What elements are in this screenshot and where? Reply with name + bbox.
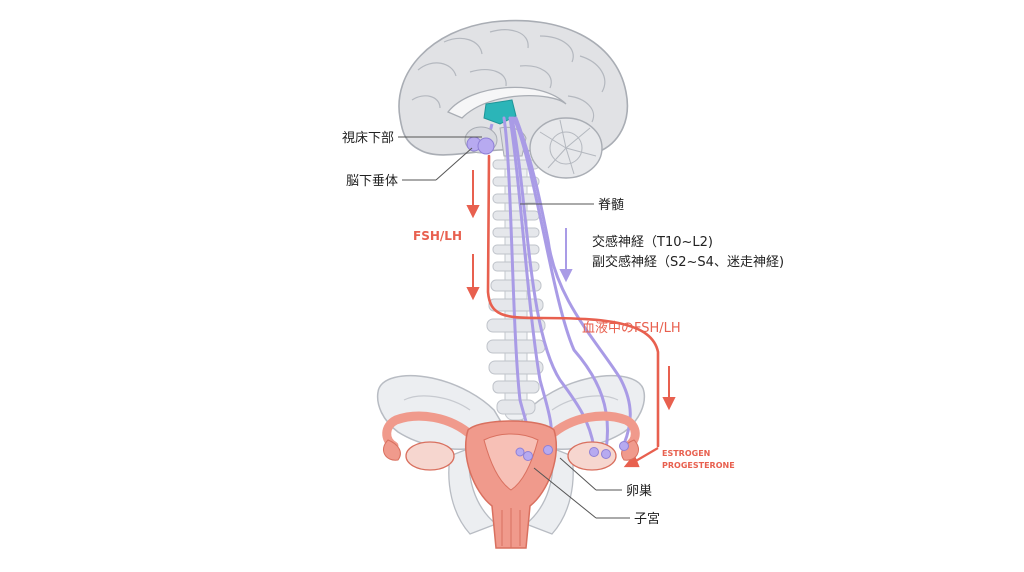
label-hypothalamus: 視床下部 bbox=[342, 131, 394, 146]
uterus-and-ovaries bbox=[382, 411, 640, 549]
nerve-arrow bbox=[559, 228, 573, 283]
pituitary-gland bbox=[464, 123, 498, 155]
label-ovary: 卵巣 bbox=[626, 484, 652, 499]
estrogen-arrow bbox=[623, 447, 659, 468]
hormone-pathway bbox=[486, 154, 660, 448]
label-parasympathetic: 副交感神経（S2~S4、迷走神経) bbox=[592, 254, 784, 270]
fsh-lh-arrows bbox=[466, 170, 676, 411]
label-estrogen: ESTROGEN bbox=[662, 449, 710, 458]
label-uterus: 子宮 bbox=[634, 511, 660, 527]
hypothalamus-shape bbox=[483, 99, 517, 125]
label-progesterone: PROGESTERONE bbox=[662, 461, 735, 470]
left-ovary bbox=[405, 441, 455, 471]
leader-lines bbox=[398, 136, 630, 519]
label-blood-fsh-lh: 血液中のFSH/LH bbox=[582, 321, 681, 336]
label-pituitary: 脳下垂体 bbox=[346, 174, 398, 189]
nerve-endings bbox=[515, 441, 629, 461]
label-sympathetic: 交感神経（T10~L2) bbox=[592, 234, 713, 250]
label-spinal-cord: 脊髄 bbox=[598, 198, 624, 213]
label-fsh-lh: FSH/LH bbox=[413, 229, 462, 243]
brain bbox=[398, 19, 629, 179]
